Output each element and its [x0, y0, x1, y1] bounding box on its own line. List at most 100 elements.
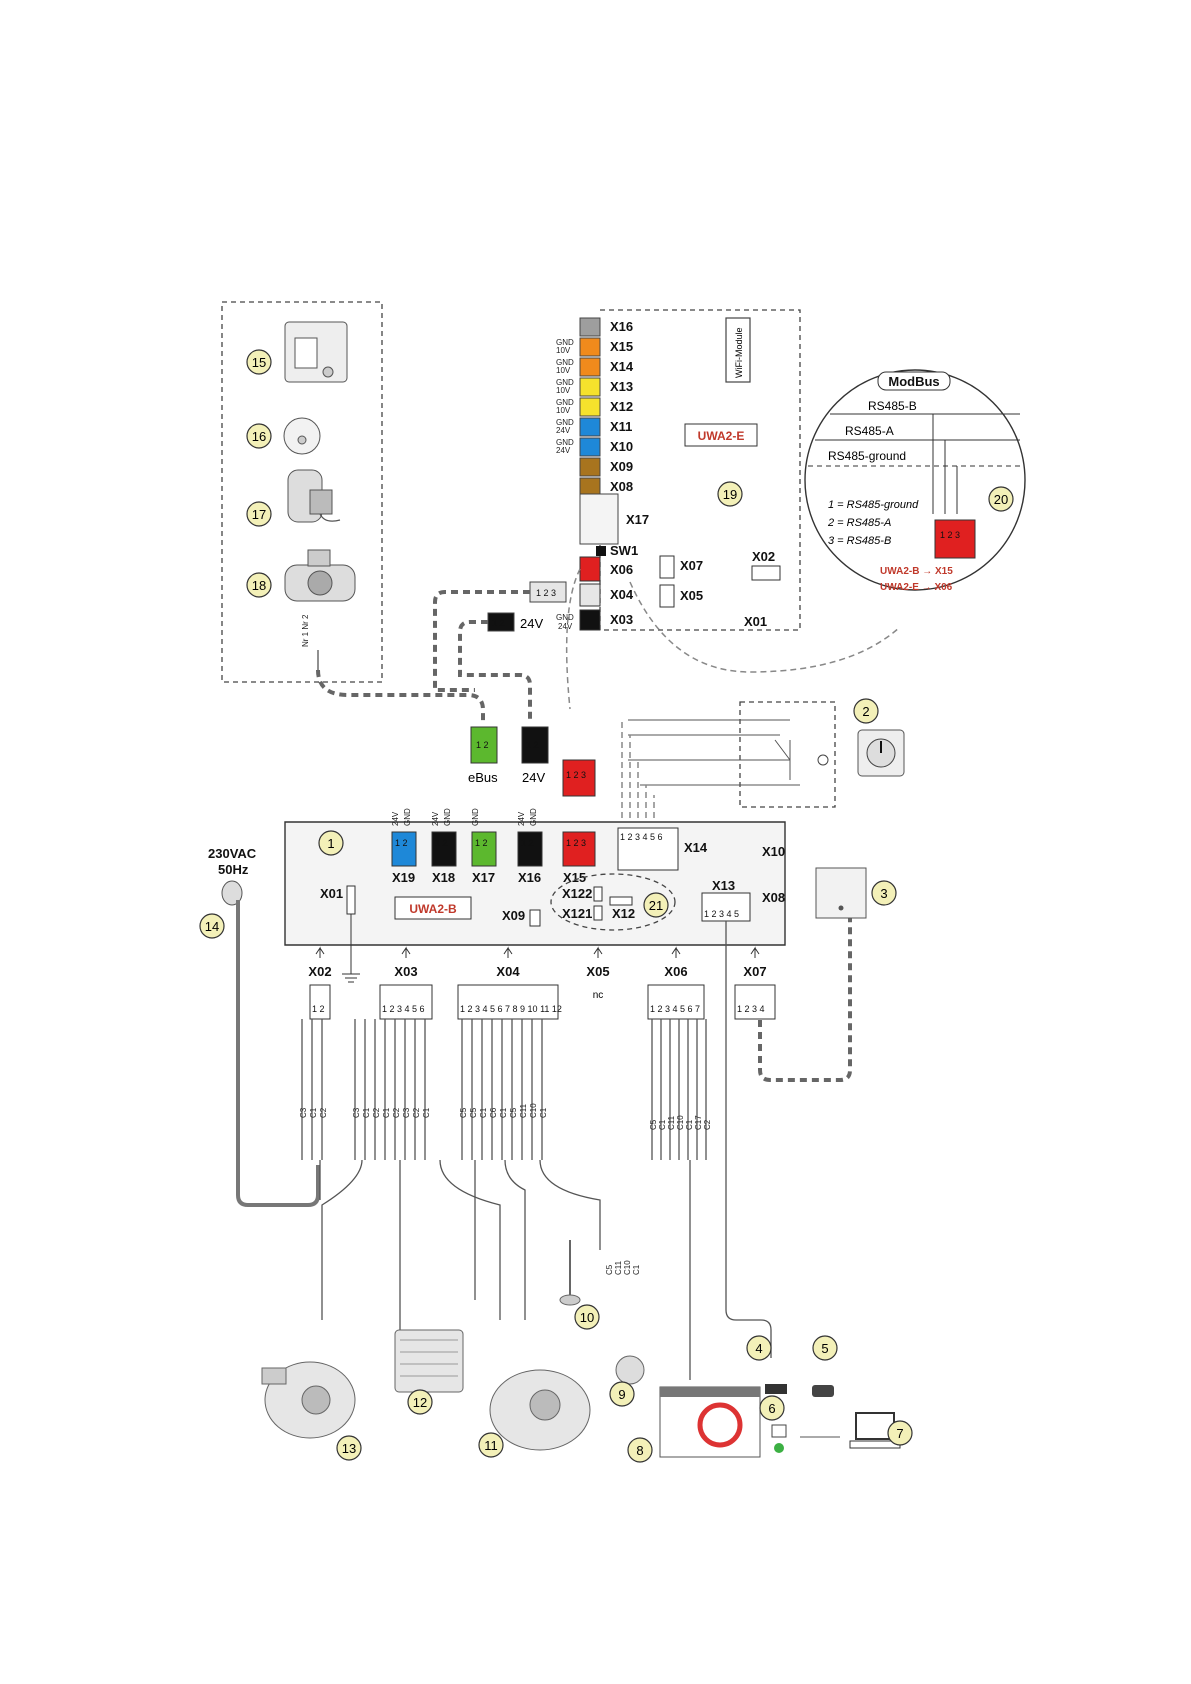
uwa2e-x14-connector: [579, 357, 601, 377]
callout-12: [407, 1389, 433, 1415]
uwa2b-x10-label: X10: [762, 844, 785, 859]
cable-x03-to-x16: [458, 620, 532, 720]
uwa2b-x14-label: X14: [684, 840, 708, 855]
callout-1: [318, 830, 344, 856]
wire-label-x03a: C2: [392, 1107, 401, 1118]
wire-label-x03a: C3: [352, 1107, 361, 1118]
callout-1-label: 1: [327, 836, 334, 851]
uwa2b-x19-label: X19: [392, 870, 415, 885]
modbus-drop-wires: [932, 414, 958, 514]
display-unit-8: [659, 1386, 761, 1458]
uwa2b-x16-pins: 1 2: [521, 838, 534, 848]
uwa2b-x02-label: X02: [308, 964, 331, 979]
uwa2b-x16-label: X16: [518, 870, 541, 885]
uwa2b-x03-pins: 1 2 3 4 5 6: [382, 1004, 425, 1014]
uwa2e-x13-sublabel: GND: [556, 378, 574, 387]
callout-7: [887, 1420, 913, 1446]
plug10-label: C5: [605, 1264, 614, 1275]
wire-label-x04: C5: [459, 1107, 468, 1118]
arrow-x07: [750, 946, 760, 958]
plug-x04-cable: 1 2 3: [529, 581, 567, 603]
callout-8: [627, 1437, 653, 1463]
uwa2b-x17-voltage: GND: [471, 808, 480, 826]
uwa2e-x01-label: X01: [744, 614, 767, 629]
callout-2: [853, 698, 879, 724]
room-thermostat-icon: [284, 321, 348, 383]
uwa2b-x13-connector: [701, 892, 751, 922]
uwa2e-x02-label: X02: [752, 549, 775, 564]
uwa2b-x04-connector: [457, 984, 559, 1020]
uwa2e-x15-sublabel: 10V: [556, 346, 571, 355]
uwa2e-x09-connector: [579, 457, 601, 477]
uwa2e-x16-connector: [579, 317, 601, 337]
callout-13: [336, 1435, 362, 1461]
outdoor-sensor-icon: [283, 417, 321, 455]
callout-11-label: 11: [484, 1438, 498, 1453]
uwa2b-x07-label: X07: [743, 964, 766, 979]
device-cable: [439, 1159, 501, 1320]
power-label: 230VAC: [208, 846, 257, 861]
uwa2e-x11-sublabel: GND: [556, 418, 574, 427]
uwa2e-x10-connector: [579, 437, 601, 457]
wire-label-x03a: C2: [372, 1107, 381, 1118]
selector-switch-box: [739, 701, 836, 808]
jumper-x12: [609, 896, 633, 906]
ebus-dashed-link: [316, 669, 485, 725]
uwa2e-x11-sublabel: 24V: [556, 426, 571, 435]
callout-6: [759, 1395, 785, 1421]
uwa2b-x06-connector: [647, 984, 705, 1020]
uwa2b-x04-label: X04: [496, 964, 520, 979]
rs485a-label: RS485-A: [845, 424, 894, 438]
modbus-plug: [934, 519, 976, 559]
uwa2b-x18-connector: [431, 831, 457, 867]
uwa2e-x02-connector: [751, 565, 781, 581]
uwa2e-x16-label: X16: [610, 319, 633, 334]
uwa2e-x05-connector: [659, 584, 675, 608]
uwa2b-x07-pins: 1 2 3 4: [737, 1004, 765, 1014]
uwa2b-x18-voltage: GND: [443, 808, 452, 826]
callout-14-label: 14: [205, 919, 219, 934]
uwa2e-connector-stack: X16X15GND10VX14GND10VX13GND10VX12GND10VX…: [556, 317, 634, 497]
jumper-x12-label: X12: [612, 906, 635, 921]
uwa2e-name: UWA2-E: [698, 429, 745, 443]
modbus-legend-1: 1 = RS485-ground: [828, 499, 919, 511]
uwa2b-x18-pins: 1 2: [435, 838, 448, 848]
wire-label-x03a: C3: [402, 1107, 411, 1118]
modbus-legend-3: 3 = RS485-B: [828, 535, 891, 547]
rs485b-label: RS485-B: [868, 399, 917, 413]
uwa2b-badge: [394, 896, 472, 920]
wire-label-x04: C6: [489, 1107, 498, 1118]
service-port-4-icon: [765, 1384, 787, 1394]
uwa2b-x05-sub: nc: [593, 990, 604, 1001]
uwa2b-x08-label: X08: [762, 890, 785, 905]
arrow-x03: [401, 946, 411, 958]
uwa2e-x12-label: X12: [610, 399, 633, 414]
callout-18: [246, 572, 272, 598]
plug10-label: C1: [632, 1264, 641, 1275]
wire-label-x03a: C1: [362, 1107, 371, 1118]
uwa2b-x06-pins: 1 2 3 4 5 6 7: [650, 1004, 700, 1014]
modbus-title: ModBus: [888, 374, 939, 389]
jumper-x122: [593, 886, 603, 902]
uwa2b-x01-fuse: [346, 885, 356, 915]
uwa2e-x14-sublabel: 10V: [556, 366, 571, 375]
selector-switch-contacts: [628, 719, 800, 786]
fan-blower-11-icon: [489, 1369, 591, 1451]
wire-label-x02: C2: [319, 1107, 328, 1118]
uwa2b-x15-pins: 1 2 3: [566, 838, 586, 848]
callout-4: [746, 1335, 772, 1361]
callout-19: [717, 481, 743, 507]
uwa2b-x09-header: [529, 909, 541, 927]
modbus-map-e: UWA2-E → X06: [880, 582, 953, 593]
svg-text:1 2 3: 1 2 3: [566, 770, 586, 780]
wire-label-x06: C11: [667, 1115, 676, 1130]
uwa2e-x13-sublabel: 10V: [556, 386, 571, 395]
arrow-x04: [503, 946, 513, 958]
three-way-valve-icon: [284, 549, 356, 602]
earth-icon: [342, 914, 360, 983]
callout-18-label: 18: [252, 578, 266, 593]
callout-5-label: 5: [821, 1341, 828, 1356]
